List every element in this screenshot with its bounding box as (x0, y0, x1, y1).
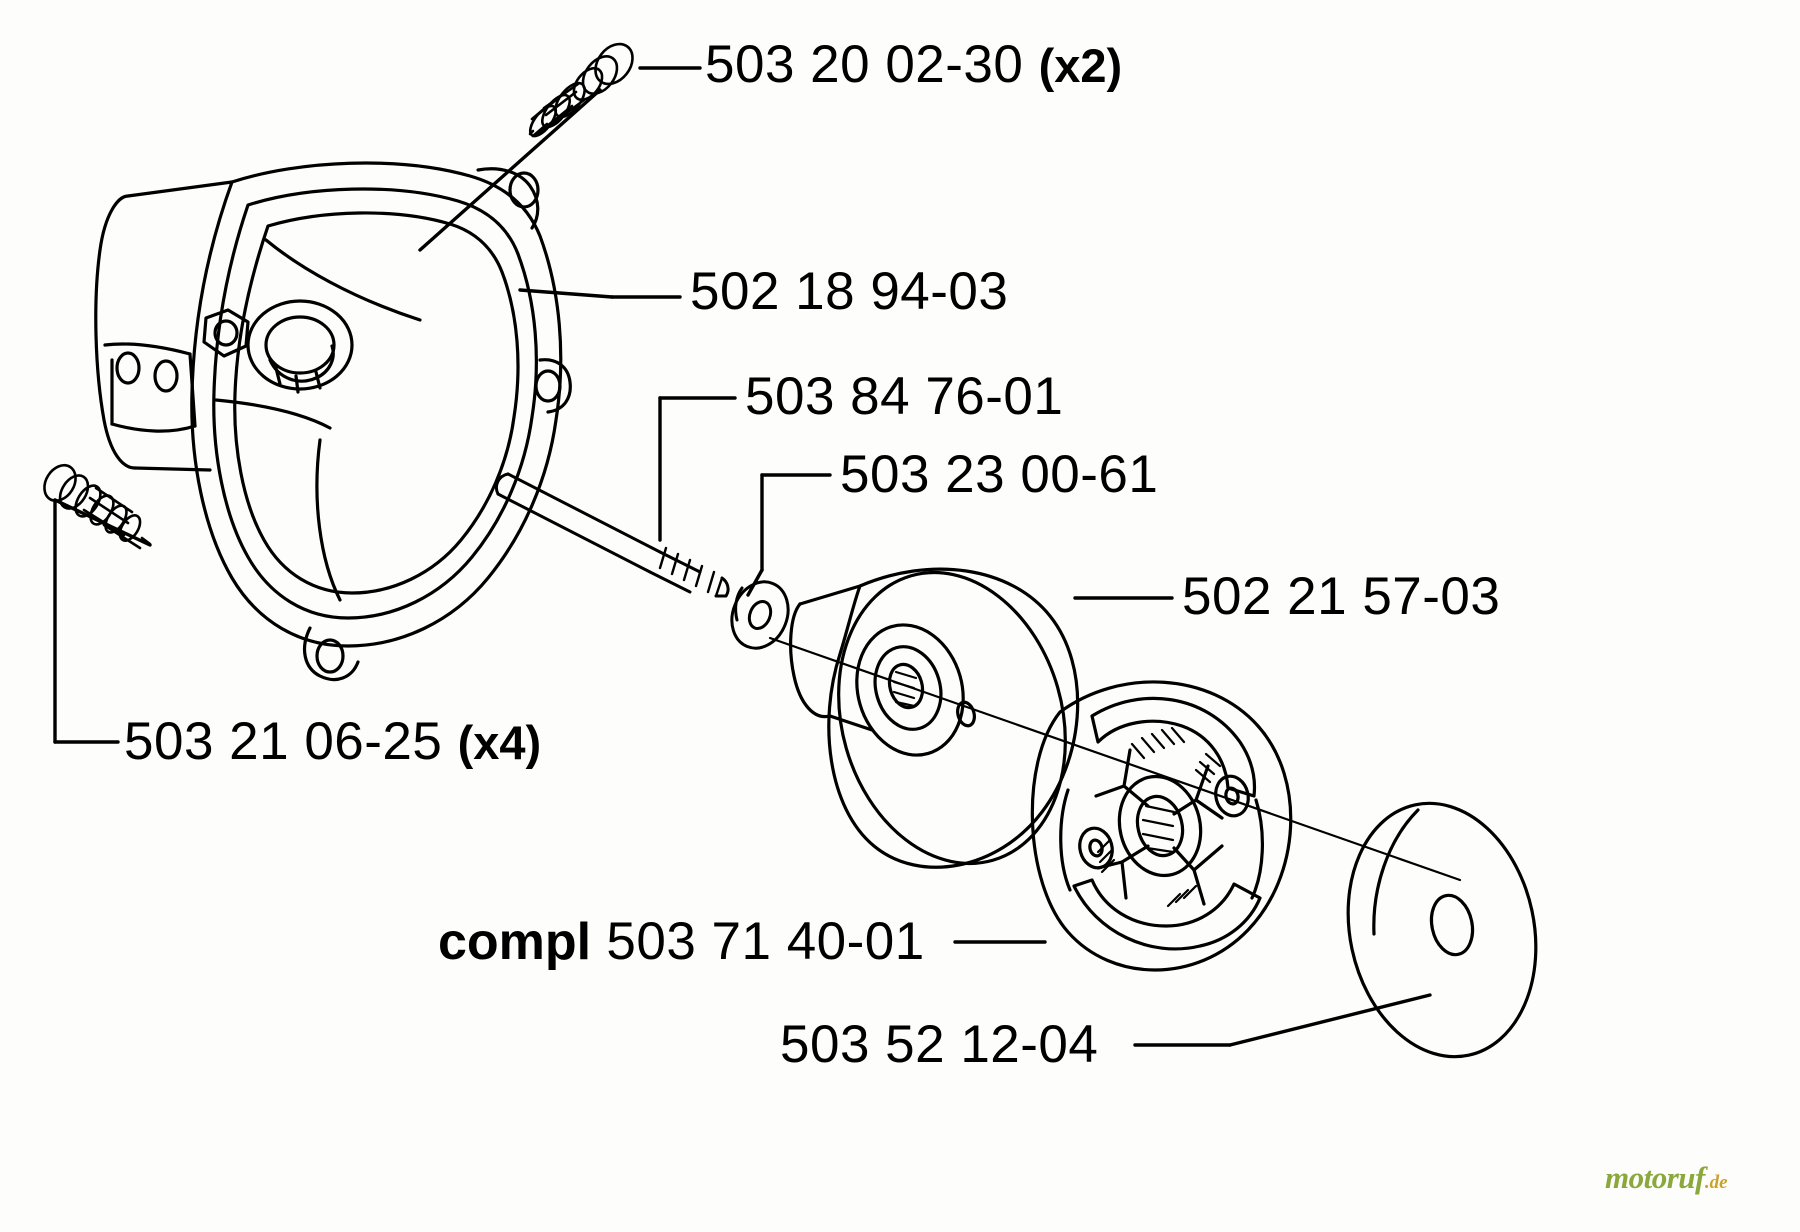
part-number: 502 18 94-03 (690, 262, 1009, 321)
clutch-cover-part (94, 161, 572, 682)
part-quantity: (x4) (457, 716, 542, 769)
part-number: 503 21 06-25 (124, 712, 443, 771)
part-number: 503 20 02-30 (705, 35, 1024, 94)
washer-plate-part (1346, 801, 1538, 1059)
part-label-washer-plate: 503 52 12-04 (780, 1018, 1098, 1071)
watermark: motoruf.de (1605, 1160, 1728, 1196)
part-number: 502 21 57-03 (1182, 567, 1501, 626)
assembly-center-axis (768, 636, 1462, 882)
part-label-spacer-sleeve: 503 84 76-01 (745, 370, 1063, 423)
part-quantity: (x2) (1038, 39, 1123, 92)
part-label-washer: 503 23 00-61 (840, 448, 1158, 501)
part-label-clutch-assembly: compl 503 71 40-01 (438, 915, 925, 968)
clutch-drum-part (789, 567, 1080, 869)
washer-part (730, 580, 790, 650)
spacer-sleeve-part (494, 472, 730, 598)
part-number: 503 52 12-04 (780, 1015, 1099, 1074)
part-number: 503 23 00-61 (840, 445, 1159, 504)
part-number: 503 71 40-01 (606, 912, 925, 971)
part-label-clutch-cover: 502 18 94-03 (690, 265, 1008, 318)
watermark-tld: .de (1704, 1172, 1728, 1193)
part-number: 503 84 76-01 (745, 367, 1064, 426)
screw-top-icon (528, 42, 634, 138)
part-label-screw-lower: 503 21 06-25 (x4) (124, 715, 541, 768)
part-label-screw-top: 503 20 02-30 (x2) (705, 38, 1122, 91)
part-prefix: compl (438, 913, 592, 971)
part-label-clutch-drum: 502 21 57-03 (1182, 570, 1500, 623)
watermark-name: motoruf (1605, 1160, 1705, 1195)
screw-lower-icon (43, 463, 152, 550)
clutch-assembly-part (1030, 680, 1293, 972)
